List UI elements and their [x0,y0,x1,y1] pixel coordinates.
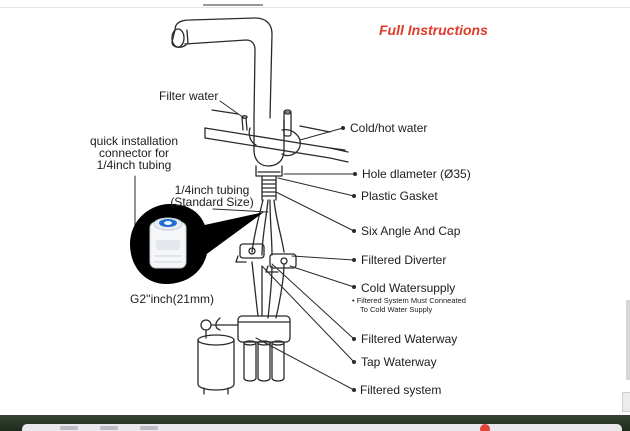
divider [0,7,630,8]
label-plastic-gasket: Plastic Gasket [361,189,438,203]
label-six-angle-cap: Six Angle And Cap [361,224,461,238]
diagram-title: Full Instructions [379,22,488,38]
label-line: (Standard Size) [170,195,254,209]
label-g2-inch: G2''inch(21mm) [130,292,214,306]
record-indicator-icon [480,424,490,431]
diverter-valves [235,243,297,273]
scrollbar-track[interactable] [626,300,630,380]
label-line: quick installation [89,134,179,148]
connector-callout [130,204,264,284]
callout-dots [341,126,357,392]
label-line: 1/4inch tubing [96,158,172,172]
top-tab-strip [0,0,630,8]
note-line: • Filtered System Must Conneated [352,296,466,305]
label-tubing: 1/4inch tubing (Standard Size) [166,184,258,208]
window-edge [22,424,622,431]
desktop-taskbar [0,415,630,431]
taskbar-item[interactable] [60,426,78,430]
label-filter-water: Filter water [159,89,219,103]
label-cold-watersupply: Cold Watersupply [361,281,456,295]
note-line: To Cold Water Supply [360,305,433,314]
label-filtered-system: Filtered system [360,383,442,397]
label-quick-connector: quick installation connector for 1/4inch… [84,135,184,171]
label-line: 1/4inch tubing [174,183,250,197]
taskbar-item[interactable] [140,426,158,430]
label-tap-waterway: Tap Waterway [361,355,437,369]
label-filtered-waterway: Filtered Waterway [361,332,458,346]
taskbar-item[interactable] [100,426,118,430]
label-hole-diameter: Hole dlameter (Ø35) [362,167,471,181]
filter-system [197,315,291,395]
supply-hoses [251,199,285,319]
label-cold-hot-water: Cold/hot water [350,121,428,135]
label-filtered-diverter: Filtered Diverter [361,253,447,267]
quick-connector-fitting [149,217,187,269]
label-line: connector for [98,146,170,160]
faucet-spout [171,17,273,119]
active-tab-indicator [203,4,263,6]
side-panel-handle[interactable] [622,392,630,412]
faucet-body [241,109,301,177]
cold-supply-note: • Filtered System Must Conneated To Cold… [352,296,466,314]
threaded-shank [261,175,277,201]
leader-lines [134,100,356,391]
countertop [204,109,349,163]
